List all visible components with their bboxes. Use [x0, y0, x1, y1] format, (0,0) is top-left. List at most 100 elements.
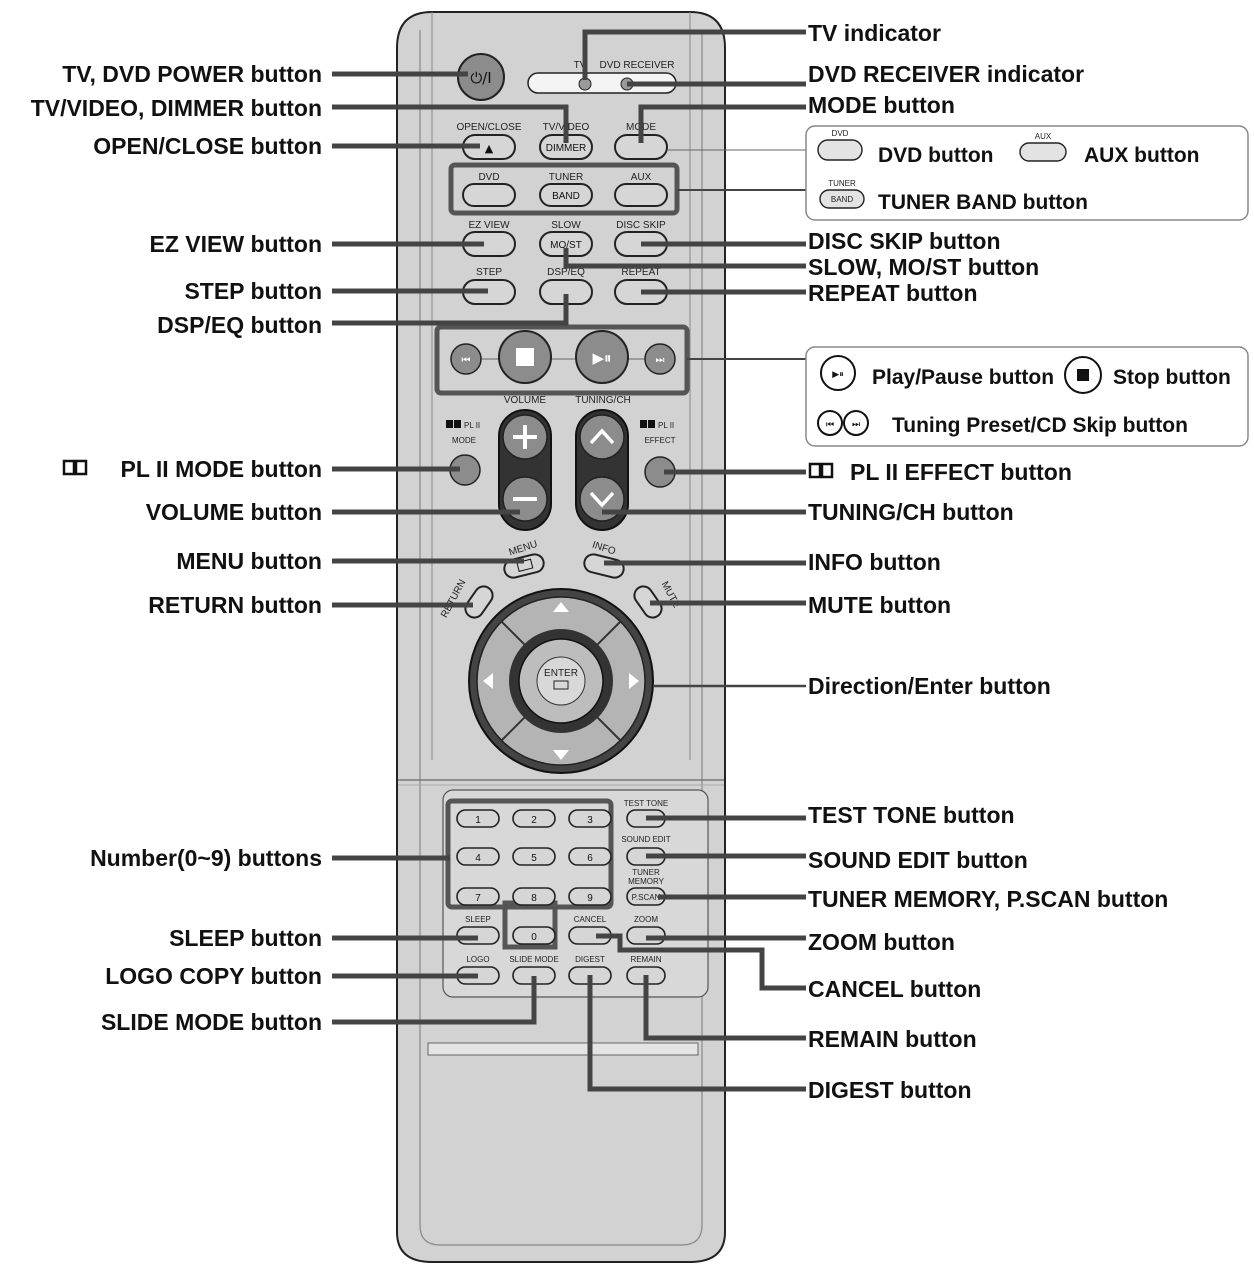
callout-pl2-mode-group: PL II MODE button — [62, 456, 322, 482]
legend-tuner-band: TUNER BAND button — [878, 191, 1088, 214]
callout-remain: REMAIN button — [808, 1026, 977, 1052]
callout-numbers: Number(0~9) buttons — [90, 845, 322, 871]
dimmer-button[interactable]: DIMMER — [539, 134, 593, 160]
plus-icon — [513, 425, 537, 449]
open-close-label: OPEN/CLOSE — [456, 122, 521, 133]
mo-st-button[interactable]: MO/ST — [539, 231, 593, 257]
legend-band-tag: BAND — [831, 195, 853, 204]
pl2-effect-label-group: PL II EFFECT — [640, 420, 676, 445]
pl2-mode-line1: PL II — [464, 421, 480, 430]
cancel-label: CANCEL — [574, 915, 607, 924]
callout-pl2-effect-group: PL II EFFECT button — [808, 459, 1072, 485]
arrow-up-icon[interactable] — [553, 602, 569, 612]
callout-open-close: OPEN/CLOSE button — [93, 133, 322, 159]
callout-direction-enter: Direction/Enter button — [808, 673, 1051, 699]
number-button-3[interactable]: 3 — [568, 809, 612, 828]
legend-skip-back-icon — [817, 410, 843, 436]
pl2-mode-label-group: PL II MODE — [446, 420, 480, 445]
svg-text:▶⏸: ▶⏸ — [832, 370, 843, 380]
slow-label: SLOW — [551, 220, 581, 231]
legend-tuner-band-button-icon — [819, 189, 865, 209]
disc-skip-label: DISC SKIP — [616, 220, 666, 231]
callout-sleep: SLEEP button — [169, 925, 322, 951]
mute-button[interactable] — [631, 583, 665, 621]
callout-repeat: REPEAT button — [808, 280, 978, 306]
callout-volume: VOLUME button — [146, 499, 322, 525]
return-button[interactable] — [462, 583, 496, 621]
repeat-label: REPEAT — [621, 267, 660, 278]
callout-disc-skip: DISC SKIP button — [808, 228, 1001, 254]
enter-icon — [553, 680, 569, 690]
test-tone-label: TEST TONE — [624, 799, 668, 808]
svg-text:⏮: ⏮ — [826, 420, 834, 430]
dolby-logo-icon — [62, 459, 76, 476]
callout-ez-view: EZ VIEW button — [150, 231, 322, 257]
stop-button[interactable] — [498, 330, 552, 384]
callout-mute: MUTE button — [808, 592, 951, 618]
number-button-7[interactable]: 7 — [456, 887, 500, 906]
tv-indicator-label: TV — [574, 60, 587, 71]
callout-tuning-ch: TUNING/CH button — [808, 499, 1014, 525]
callout-zoom: ZOOM button — [808, 929, 955, 955]
number-button-4[interactable]: 4 — [456, 847, 500, 866]
legend-dvd-tag: DVD — [832, 129, 849, 138]
svg-text:5: 5 — [531, 853, 537, 864]
callout-pl2-mode: PL II MODE button — [121, 456, 322, 482]
number-button-0[interactable]: 0 — [512, 926, 556, 945]
chevron-down-icon — [589, 491, 615, 508]
previous-button[interactable]: ⏮ — [450, 343, 482, 375]
callout-return: RETURN button — [148, 592, 322, 618]
power-button[interactable]: ⏻/I — [457, 53, 505, 101]
legend-aux-button-icon — [1019, 142, 1067, 162]
transport-legend-box: ▶⏸ Play/Pause button Stop button ⏮ ⏭ Tun… — [805, 346, 1249, 447]
number-button-8[interactable]: 8 — [512, 887, 556, 906]
number-button-5[interactable]: 5 — [512, 847, 556, 866]
number-button-1[interactable]: 1 — [456, 809, 500, 828]
callout-info: INFO button — [808, 549, 941, 575]
callout-tuner-memory-pscan: TUNER MEMORY, P.SCAN button — [808, 886, 1168, 912]
svg-text:4: 4 — [475, 853, 481, 864]
digest-label: DIGEST — [575, 955, 605, 964]
svg-text:6: 6 — [587, 853, 593, 864]
next-button[interactable]: ⏭ — [644, 343, 676, 375]
svg-text:9: 9 — [587, 893, 593, 904]
legend-tuning-preset: Tuning Preset/CD Skip button — [892, 414, 1188, 437]
pl2-effect-line2: EFFECT — [644, 436, 675, 445]
ez-view-label: EZ VIEW — [468, 220, 510, 231]
tuning-ch-label: TUNING/CH — [575, 395, 631, 406]
callout-test-tone: TEST TONE button — [808, 802, 1015, 828]
aux-source-label: AUX — [631, 172, 652, 183]
skip-forward-icon: ⏭ — [656, 355, 665, 366]
dvd-button[interactable] — [462, 183, 516, 207]
callout-digest: DIGEST button — [808, 1077, 972, 1103]
tuner-memory-line1: TUNER — [632, 868, 660, 877]
aux-button[interactable] — [614, 183, 668, 207]
stop-icon — [516, 348, 534, 366]
dsp-eq-label: DSP/EQ — [547, 267, 585, 278]
legend-tuner-tag: TUNER — [828, 179, 856, 188]
callout-dvd-receiver-indicator: DVD RECEIVER indicator — [808, 61, 1084, 87]
arrow-down-icon[interactable] — [553, 750, 569, 760]
arrow-left-icon[interactable] — [483, 673, 493, 689]
callout-mode: MODE button — [808, 92, 955, 118]
legend-play-pause: Play/Pause button — [872, 366, 1054, 389]
play-pause-button[interactable]: ▶⏸ — [575, 330, 629, 384]
tuner-band-button[interactable]: BAND — [539, 183, 593, 207]
info-button[interactable] — [582, 552, 625, 579]
number-button-6[interactable]: 6 — [568, 847, 612, 866]
callout-dsp-eq: DSP/EQ button — [157, 312, 322, 338]
legend-dvd-button-icon — [817, 139, 863, 161]
arrow-right-icon[interactable] — [629, 673, 639, 689]
enter-button[interactable]: ENTER — [509, 629, 613, 733]
logo-label: LOGO — [466, 955, 489, 964]
dolby-logo-icon — [446, 420, 453, 428]
zoom-label: ZOOM — [634, 915, 658, 924]
number-button-9[interactable]: 9 — [568, 887, 612, 906]
callout-logo-copy: LOGO COPY button — [105, 963, 322, 989]
play-pause-icon: ▶⏸ — [592, 349, 611, 367]
number-button-2[interactable]: 2 — [512, 809, 556, 828]
legend-aux-tag: AUX — [1035, 132, 1052, 141]
callout-step: STEP button — [184, 278, 322, 304]
legend-skip-forward-icon — [843, 410, 869, 436]
